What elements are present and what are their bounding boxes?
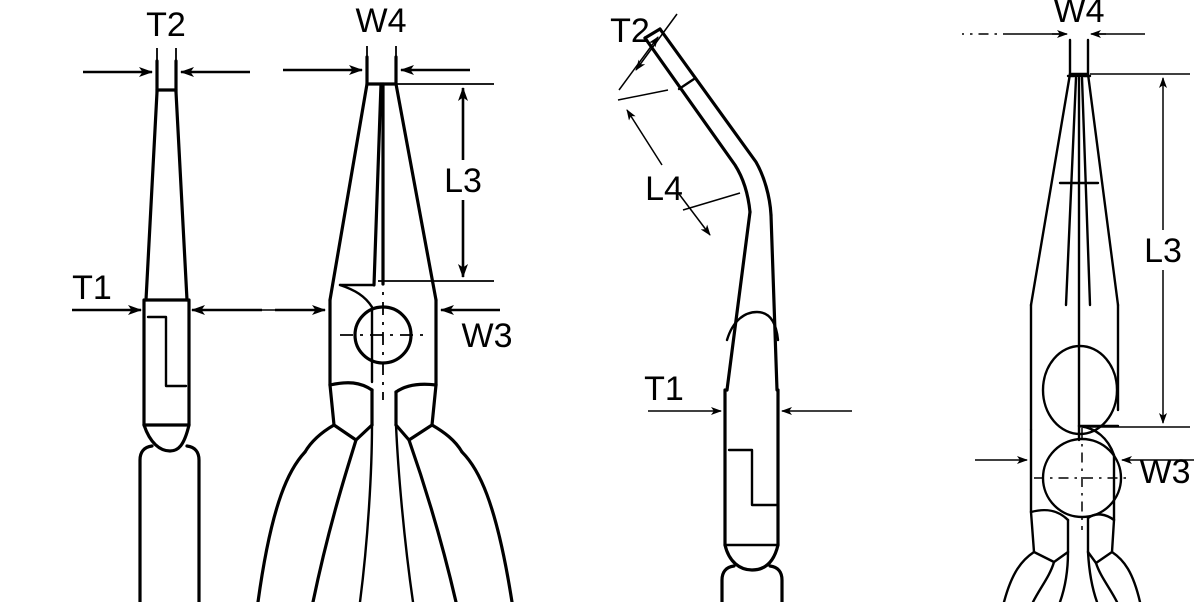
v3-dimension-l4: L4 — [617, 89, 741, 236]
dim-label-l4-view3: L4 — [645, 170, 683, 208]
dim-label-t2-view1: T2 — [146, 6, 186, 44]
v4-dimension-w3: W3 — [975, 453, 1194, 491]
dim-label-w4-view4: W4 — [1054, 0, 1105, 30]
v3-dimension-t1: T1 — [644, 370, 852, 415]
dim-label-t1-view3: T1 — [644, 370, 684, 408]
v4-pivot — [1034, 428, 1132, 530]
dim-label-l3-view2: L3 — [444, 162, 482, 200]
dim-label-w3-view2: W3 — [462, 317, 513, 355]
dim-label-w3-view4: W3 — [1140, 453, 1191, 491]
v2-jaw-tip — [365, 55, 398, 86]
v2-dimension-w4: W4 — [283, 2, 470, 75]
dim-label-t1-view1: T1 — [72, 269, 112, 307]
view-1-side-view-straight-jaw: T2 T1 — [72, 6, 300, 602]
v1-head-block — [142, 298, 191, 427]
v4-dimension-l3: L3 — [1090, 73, 1190, 428]
v1-dimension-t2: T2 — [83, 6, 250, 77]
view-3-side-view-bent-jaw: T2 L4 T1 — [610, 12, 852, 602]
v3-shank — [725, 210, 779, 392]
v4-handles — [1002, 550, 1142, 602]
v2-joint-shoulders — [303, 383, 464, 454]
v2-dimension-w3: W3 — [250, 305, 513, 355]
v3-head-block — [723, 310, 780, 547]
v2-head — [328, 272, 438, 400]
v1-handle — [138, 423, 201, 602]
view-4-front-view-bent-jaw: W4 L3 W3 — [962, 0, 1194, 602]
v2-dimension-l3: L3 — [378, 83, 494, 282]
v4-head-upper — [1029, 303, 1120, 522]
v2-jaw-halves — [328, 82, 438, 302]
v4-shoulders — [1029, 428, 1116, 565]
v3-dimension-t2: T2 — [610, 12, 678, 91]
v3-bent-jaw — [643, 27, 773, 217]
v4-dimension-w4: W4 — [962, 0, 1145, 38]
v4-jaw-tip — [1068, 38, 1090, 76]
v1-jaw-tip — [155, 59, 178, 94]
view-2-front-view-straight-jaw: W4 L3 W3 — [250, 2, 514, 602]
dim-label-t2-view3: T2 — [610, 12, 650, 50]
v4-upper-ellipse — [1041, 344, 1119, 436]
v1-jaw-body — [144, 90, 189, 302]
v3-handle — [720, 543, 784, 602]
v2-handles — [256, 423, 514, 602]
dim-label-l3-view4: L3 — [1144, 232, 1182, 270]
dim-label-w4-view2: W4 — [356, 2, 407, 40]
v4-jaw-halves — [1029, 72, 1120, 442]
